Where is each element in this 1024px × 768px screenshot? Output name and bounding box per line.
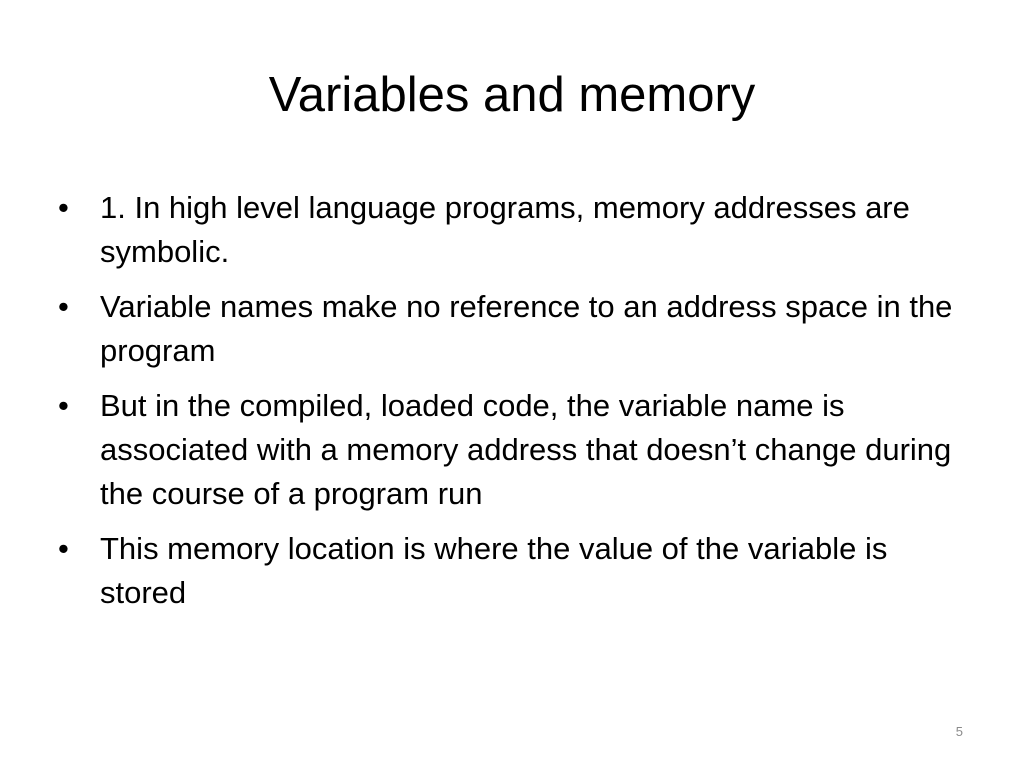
bullet-dot-icon: • [58,289,69,324]
bullet-text: This memory location is where the value … [100,531,888,610]
bullet-dot-icon: • [58,388,69,423]
bullet-dot-icon: • [58,190,69,225]
bullet-item-3: • But in the compiled, loaded code, the … [58,384,963,516]
slide-title: Variables and memory [268,68,756,122]
bullet-item-4: • This memory location is where the valu… [58,527,963,615]
bullet-list: • 1. In high level language programs, me… [58,186,963,626]
bullet-text: But in the compiled, loaded code, the va… [100,388,952,511]
bullet-dot-icon: • [58,531,69,566]
bullet-text: 1. In high level language programs, memo… [100,190,910,269]
bullet-item-1: • 1. In high level language programs, me… [58,186,963,274]
bullet-text: Variable names make no reference to an a… [100,289,953,368]
page-number: 5 [955,724,963,739]
bullet-item-2: • Variable names make no reference to an… [58,285,963,373]
